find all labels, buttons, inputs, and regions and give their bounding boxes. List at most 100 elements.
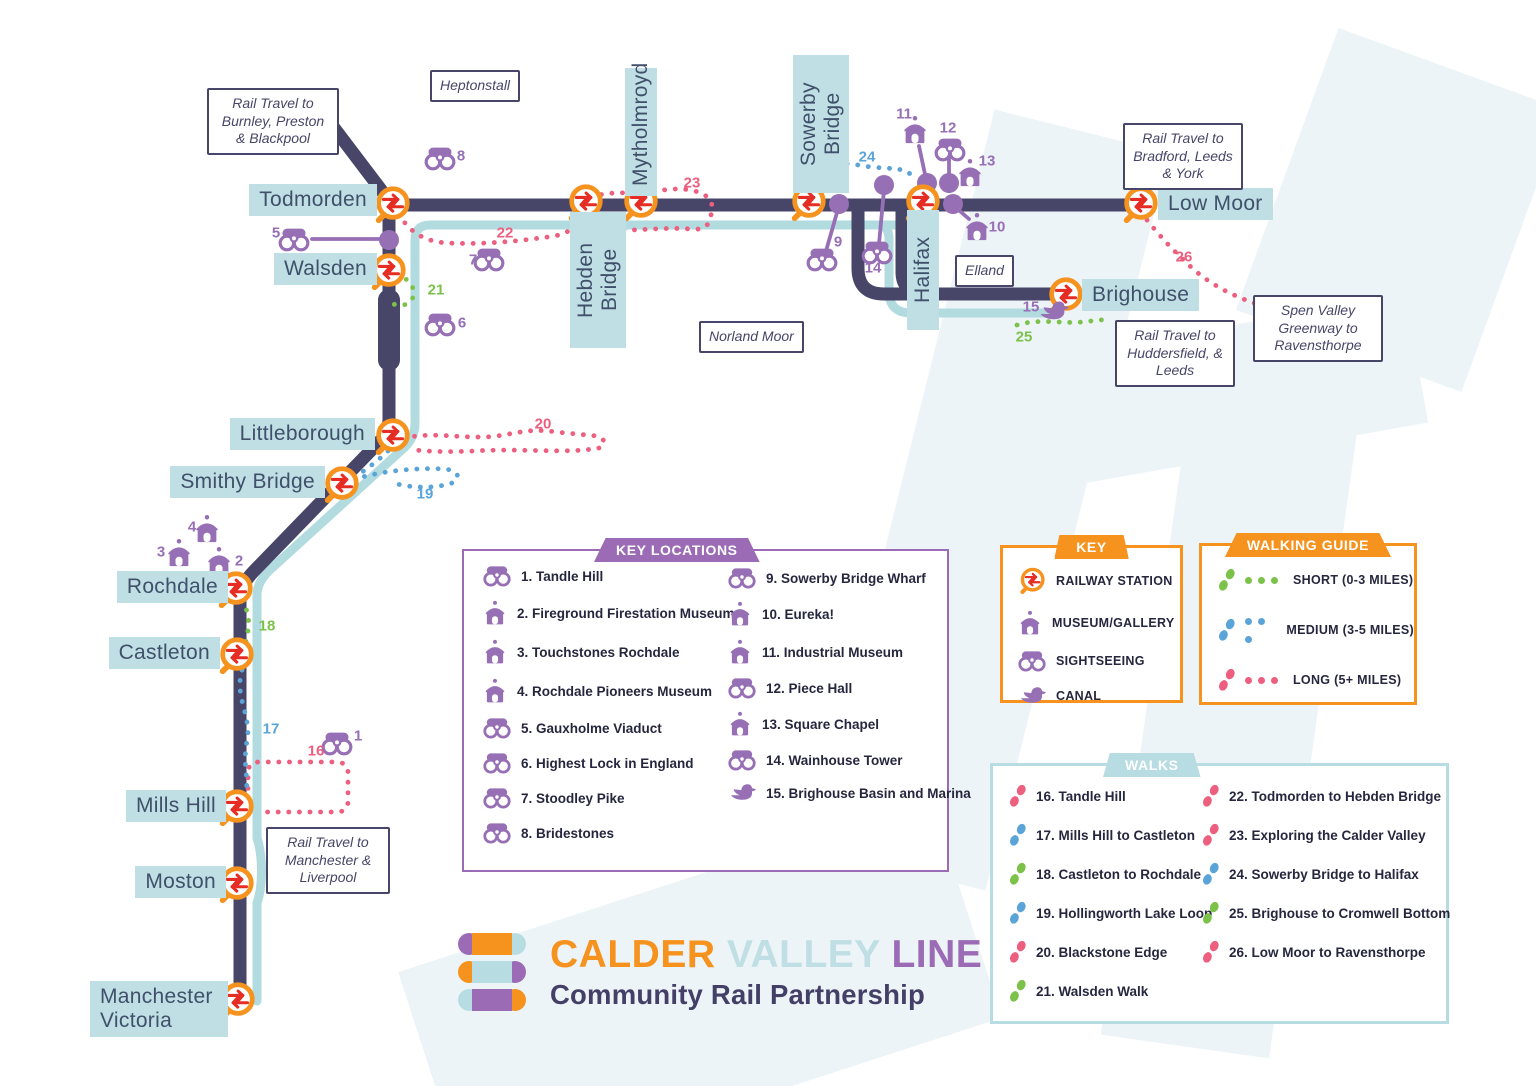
key-location-item: 7. Stoodley Pike	[482, 787, 735, 809]
station-label-manchester-victoria: Manchester Victoria	[90, 981, 228, 1038]
note-burnley: Rail Travel to Burnley, Preston & Blackp…	[207, 88, 339, 155]
map-num-17: 17	[262, 720, 280, 738]
museum-icon	[727, 711, 753, 737]
station-icon-littleborough	[379, 421, 408, 453]
walk-item: 17. Mills Hill to Castleton	[1009, 823, 1212, 847]
key-location-item: 6. Highest Lock in England	[482, 752, 735, 774]
footprints-icon	[1009, 862, 1027, 886]
footprints-icon	[1218, 568, 1236, 592]
station-label-mills-hill: Mills Hill	[126, 790, 226, 822]
walking-guide-item-short: SHORT (0-3 MILES)	[1218, 568, 1414, 592]
footprints-icon	[1202, 823, 1220, 847]
walk-19-route	[348, 448, 460, 490]
station-label-moston: Moston	[135, 866, 226, 898]
walk-20-route	[401, 428, 607, 454]
walk-16-route	[245, 759, 351, 815]
map-num-18: 18	[258, 617, 276, 635]
key-location-item: 8. Bridestones	[482, 822, 735, 844]
walk-item: 16. Tandle Hill	[1009, 784, 1212, 808]
key-locations-title: KEY LOCATIONS	[594, 538, 760, 562]
map-num-12: 12	[939, 119, 957, 137]
key-title: KEY	[1054, 535, 1129, 559]
footprints-icon	[1009, 784, 1027, 808]
binoculars-icon	[727, 749, 757, 771]
map-num-26: 26	[1175, 248, 1193, 266]
binoculars-icon-8	[424, 146, 456, 171]
walking-guide-title: WALKING GUIDE	[1224, 533, 1392, 557]
logo-subtitle: Community Rail Partnership	[550, 979, 925, 1010]
binoculars-icon-12	[934, 137, 966, 162]
logo-title: CALDER VALLEY LINE	[550, 933, 983, 976]
walk-item: 18. Castleton to Rochdale	[1009, 862, 1212, 886]
brighouse-branch	[851, 198, 1073, 301]
station-icon-todmorden	[379, 189, 408, 221]
key-location-item: 15. Brighouse Basin and Marina	[727, 783, 971, 803]
walks-panel: WALKS 16. Tandle Hill 17. Mills Hill to …	[990, 753, 1450, 1024]
footprints-icon	[1218, 618, 1236, 642]
binoculars-icon	[727, 567, 757, 589]
map-num-9: 9	[833, 233, 843, 251]
map-num-15: 15	[1022, 298, 1040, 316]
poi-junction-dots	[379, 173, 963, 250]
walk-24-route	[814, 161, 919, 181]
map-num-3: 3	[156, 543, 166, 561]
map-num-1: 1	[353, 727, 363, 745]
museum-icon	[482, 639, 508, 665]
key-item-canal: CANAL	[1017, 686, 1175, 706]
station-icon-moston	[223, 869, 252, 901]
walk-21-route	[388, 271, 417, 308]
museum-icon	[727, 601, 753, 627]
walk-item: 24. Sowerby Bridge to Halifax	[1202, 862, 1450, 886]
key-location-item: 11. Industrial Museum	[727, 639, 971, 665]
note-spen-valley: Spen Valley Greenway to Ravensthorpe	[1253, 295, 1383, 362]
map-num-25: 25	[1015, 328, 1033, 346]
footprints-icon	[1202, 784, 1220, 808]
map-num-21: 21	[427, 281, 445, 299]
key-item-railway-station: RAILWAY STATION	[1017, 566, 1175, 596]
walking-guide-item-long: LONG (5+ MILES)	[1218, 668, 1414, 692]
walking-guide-item-medium: MEDIUM (3-5 MILES)	[1218, 612, 1414, 648]
calder-valley-line-logo: CALDER VALLEY LINE Community Rail Partne…	[458, 933, 982, 1011]
station-label-walsden: Walsden	[273, 253, 377, 285]
walk-17-route	[237, 667, 251, 802]
note-norland-moor: Norland Moor	[699, 321, 804, 353]
station-icon-low-moor	[1127, 189, 1156, 221]
note-heptonstall: Heptonstall	[430, 70, 521, 102]
museum-icon-4	[196, 515, 218, 543]
footprints-icon	[1009, 979, 1027, 1003]
map-num-23: 23	[683, 174, 701, 192]
station-icon-walsden	[375, 256, 404, 288]
binoculars-icon-1	[321, 731, 353, 756]
note-huddersfield: Rail Travel to Huddersfield, & Leeds	[1115, 320, 1235, 387]
map-num-4: 4	[187, 518, 197, 536]
footprints-icon	[1009, 823, 1027, 847]
poi-stems	[310, 144, 971, 253]
binoculars-icon	[727, 677, 757, 699]
binoculars-icon-6	[424, 312, 456, 337]
key-item-museum: MUSEUM/GALLERY	[1017, 610, 1175, 636]
note-manchester: Rail Travel to Manchester & Liverpool	[266, 827, 390, 894]
key-location-item: 4. Rochdale Pioneers Museum	[482, 678, 735, 704]
binoculars-icon	[482, 787, 512, 809]
station-label-hebden-bridge: Hebden Bridge	[570, 212, 626, 348]
map-num-19: 19	[416, 485, 434, 503]
station-label-castleton: Castleton	[108, 637, 220, 669]
station-label-low-moor: Low Moor	[1158, 188, 1273, 220]
footprints-icon	[1202, 940, 1220, 964]
binoculars-icon	[482, 717, 512, 739]
station-label-halifax: Halifax	[907, 210, 939, 330]
binoculars-icon-5	[278, 227, 310, 252]
map-num-24: 24	[858, 148, 876, 166]
walk-item: 20. Blackstone Edge	[1009, 940, 1212, 964]
walk-item: 22. Todmorden to Hebden Bridge	[1202, 784, 1450, 808]
key-item-sightseeing: SIGHTSEEING	[1017, 650, 1175, 672]
key-location-item: 10. Eureka!	[727, 601, 971, 627]
walk-item: 23. Exploring the Calder Valley	[1202, 823, 1450, 847]
station-label-brighouse: Brighouse	[1082, 279, 1200, 311]
map-num-5: 5	[271, 224, 281, 242]
map-num-14: 14	[864, 259, 882, 277]
walk-item: 19. Hollingworth Lake Loop	[1009, 901, 1212, 925]
station-icon-mills-hill	[223, 792, 252, 824]
binoculars-icon-7	[473, 247, 505, 272]
key-location-item: 9. Sowerby Bridge Wharf	[727, 567, 971, 589]
